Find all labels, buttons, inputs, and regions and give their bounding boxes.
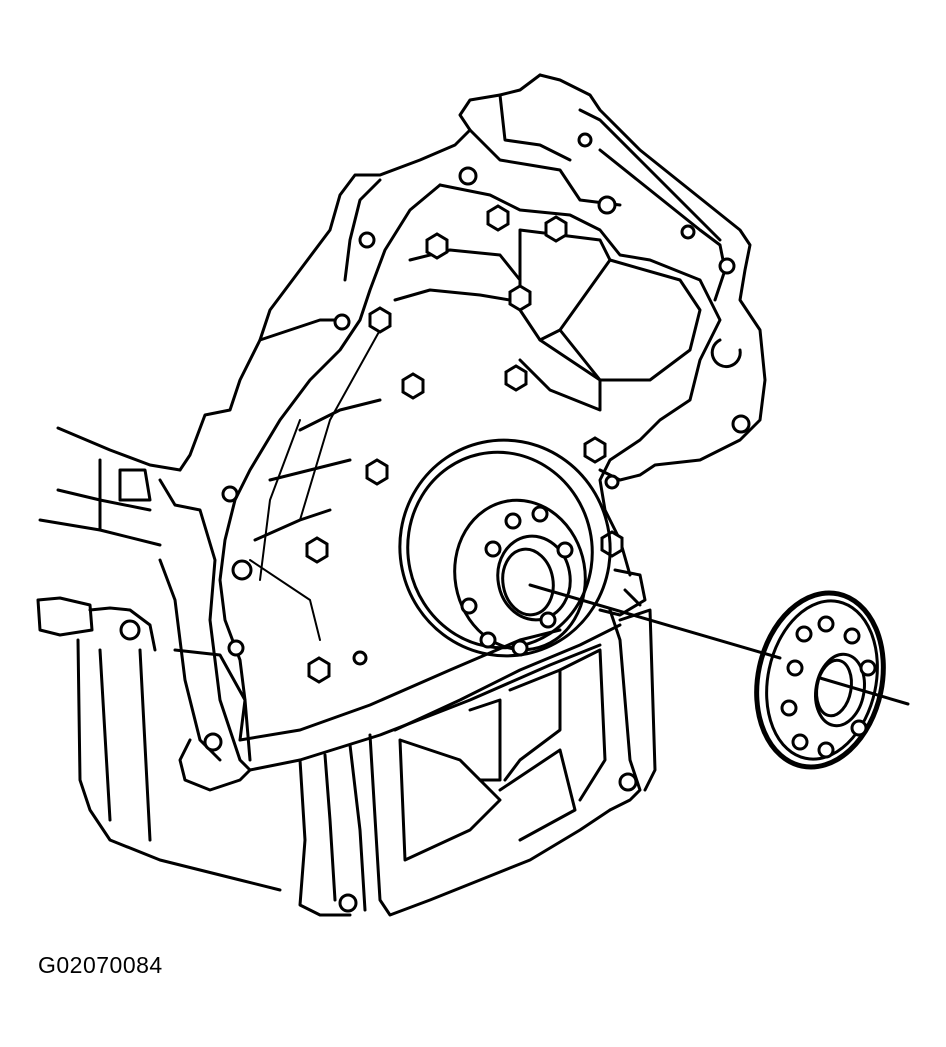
cover-bolts (305, 204, 624, 684)
engine-block (36, 73, 767, 917)
figure-id-label: G02070084 (38, 952, 163, 978)
crankshaft-hub (398, 438, 612, 658)
flywheel-spacer-disc (754, 590, 886, 770)
